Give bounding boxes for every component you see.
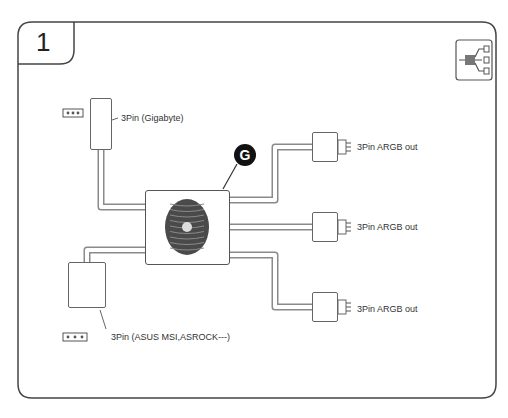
panel-frame — [18, 22, 496, 398]
step-number: 1 — [36, 29, 50, 55]
connector-label: 3Pin ARGB out — [357, 305, 418, 315]
icon-hub — [465, 55, 475, 65]
pin-block — [338, 300, 346, 314]
fan-blades — [170, 204, 204, 250]
step-tab — [18, 22, 74, 64]
pin-header-icon — [63, 333, 87, 341]
argb-out-plug: 3Pin ARGB out — [312, 292, 338, 322]
cable — [101, 150, 145, 207]
cable-outline — [101, 150, 145, 207]
argb-hub: G — [145, 190, 230, 265]
pin — [346, 223, 351, 224]
fan-blade — [170, 248, 204, 250]
icon-frame — [456, 40, 492, 80]
icon-plug — [484, 68, 489, 74]
pin — [346, 151, 351, 152]
pin-dot — [81, 336, 84, 339]
asus-msi-asrock-plug: 3Pin (ASUS MSI,ASROCK---) — [68, 262, 106, 308]
fan-blade — [170, 237, 204, 239]
pin-block — [338, 140, 346, 154]
pin — [346, 311, 351, 312]
pin — [346, 303, 351, 304]
pin — [346, 231, 351, 232]
pin-dot — [77, 112, 80, 115]
connector-label: 3Pin (Gigabyte) — [121, 114, 184, 124]
gigabyte-plug: 3Pin (Gigabyte) — [90, 98, 112, 150]
connector-label: 3Pin ARGB out — [357, 223, 418, 233]
fan-blade — [170, 210, 204, 212]
cable-outline — [87, 250, 145, 262]
connector-label: 3Pin (ASUS MSI,ASROCK---) — [111, 333, 230, 343]
leader-line — [100, 310, 106, 329]
cable-core — [101, 150, 145, 207]
icon-plug — [484, 46, 489, 52]
pin-header-icon — [63, 109, 83, 117]
argb-out-plug: 3Pin ARGB out — [312, 132, 338, 162]
connection-icon — [456, 40, 492, 80]
fan-blade — [170, 204, 204, 206]
callout-leader — [223, 164, 237, 189]
cable-core — [230, 255, 312, 307]
icon-plug — [484, 57, 489, 63]
fan-center — [182, 222, 192, 232]
pin — [346, 143, 351, 144]
pin — [346, 307, 351, 308]
callout-letter: G — [234, 144, 256, 166]
pin — [346, 147, 351, 148]
pin — [346, 227, 351, 228]
cable — [230, 255, 312, 307]
fan-blade — [170, 215, 204, 217]
argb-out-plug: 3Pin ARGB out — [312, 212, 338, 242]
connector-label: 3Pin ARGB out — [357, 143, 418, 153]
cable-core — [87, 250, 145, 262]
pin-dot — [74, 336, 77, 339]
pin-dot — [72, 112, 75, 115]
cable-core — [230, 225, 312, 229]
cable-outline — [230, 255, 312, 307]
fan-hub — [165, 199, 209, 255]
fan-disc — [165, 199, 209, 255]
pin-dot — [67, 336, 70, 339]
cable — [87, 250, 145, 262]
fan-blade — [170, 243, 204, 245]
leader-line — [112, 118, 118, 120]
cable — [230, 227, 312, 228]
cable-outline — [230, 224, 312, 231]
pin-dot — [67, 112, 70, 115]
icon-wires — [459, 49, 484, 71]
pin-block — [338, 220, 346, 234]
